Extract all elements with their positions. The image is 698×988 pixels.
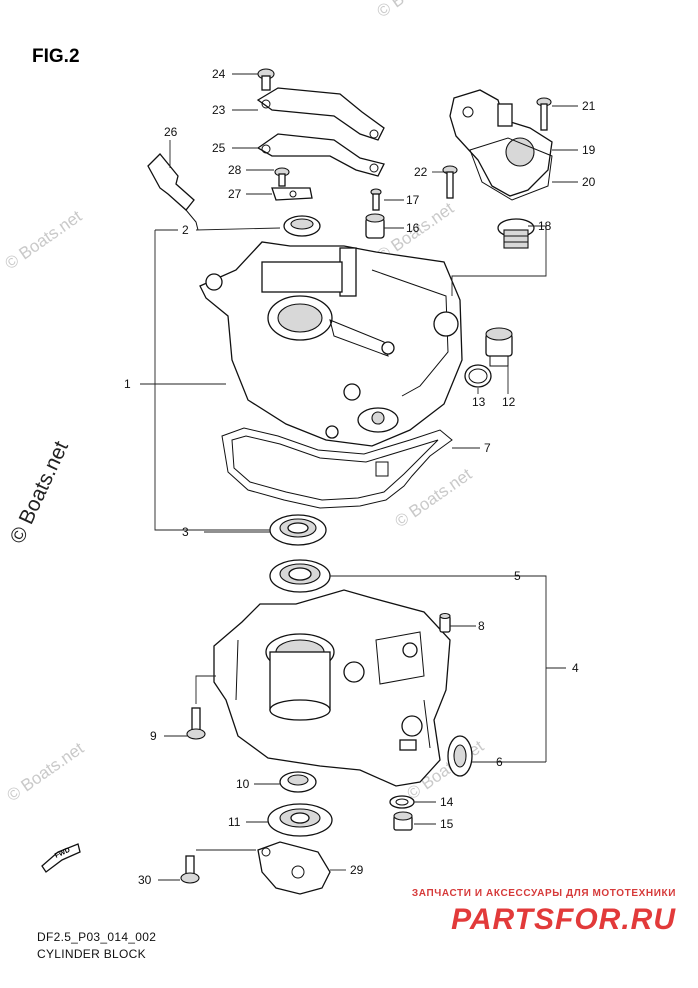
callout-8: 8 [478,619,485,633]
callout-3: 3 [182,525,189,539]
banner-tagline: ЗАПЧАСТИ И АКСЕССУАРЫ ДЛЯ МОТОТЕХНИКИ [412,888,676,899]
bushing-16 [366,214,384,238]
callout-6: 6 [496,755,503,769]
callout-1: 1 [124,377,131,391]
callout-4: 4 [572,661,579,675]
bolt-22 [443,166,457,198]
pin-8 [440,614,450,633]
cover-29 [258,842,330,894]
callout-21: 21 [582,99,596,113]
callout-18: 18 [538,219,552,233]
bolt-9 [187,708,205,739]
callout-13: 13 [472,395,486,409]
bolt-30 [181,856,199,883]
washer-14 [390,796,414,808]
callout-2: 2 [182,223,189,237]
callout-15: 15 [440,817,454,831]
o-ring-13 [465,365,491,387]
watermark-large: © Boats.net [6,438,73,548]
bearing-3 [270,515,326,545]
callout-5: 5 [514,569,521,583]
bolt-24 [258,69,274,90]
callout-10: 10 [236,777,250,791]
plug-12 [486,328,512,366]
callout-25: 25 [212,141,226,155]
banner-logo: PARTSFOR.RU [451,903,676,937]
callout-28: 28 [228,163,242,177]
hose-26 [148,154,198,230]
callout-20: 20 [582,175,596,189]
diagram-name: CYLINDER BLOCK [37,947,146,961]
bearing-11 [268,804,332,836]
callout-29: 29 [350,863,364,877]
callout-12: 12 [502,395,516,409]
bolt-21 [537,98,551,130]
plug-15 [394,812,412,830]
thermostat-18 [498,219,534,248]
callout-19: 19 [582,143,596,157]
watermark: © Boats.net [3,738,87,805]
callout-11: 11 [228,815,241,829]
screw-28 [275,168,289,186]
plate-23 [258,88,384,140]
watermark: © Boats.net [373,0,457,21]
callout-7: 7 [484,441,491,455]
callout-30: 30 [138,873,152,887]
oil-seal-2 [284,216,320,236]
screw-17 [371,189,381,210]
watermark: © Boats.net [1,206,85,273]
oil-seal-6 [448,736,472,776]
diagram-code: DF2.5_P03_014_002 [37,930,156,944]
callout-14: 14 [440,795,454,809]
cylinder-head-1 [200,242,462,446]
callout-22: 22 [414,165,428,179]
callout-27: 27 [228,187,242,201]
callout-17: 17 [406,193,420,207]
figure-title: FIG.2 [32,46,80,67]
fwd-arrow-icon: FWD [42,844,80,872]
callout-23: 23 [212,103,226,117]
oil-seal-10 [280,772,316,792]
thermostat-cover-19 [450,90,552,196]
callout-26: 26 [164,125,178,139]
clip-27 [272,188,312,200]
crankcase-4 [214,590,450,786]
callout-24: 24 [212,67,226,81]
callout-9: 9 [150,729,157,743]
callout-16: 16 [406,221,420,235]
bearing-5 [270,560,330,592]
